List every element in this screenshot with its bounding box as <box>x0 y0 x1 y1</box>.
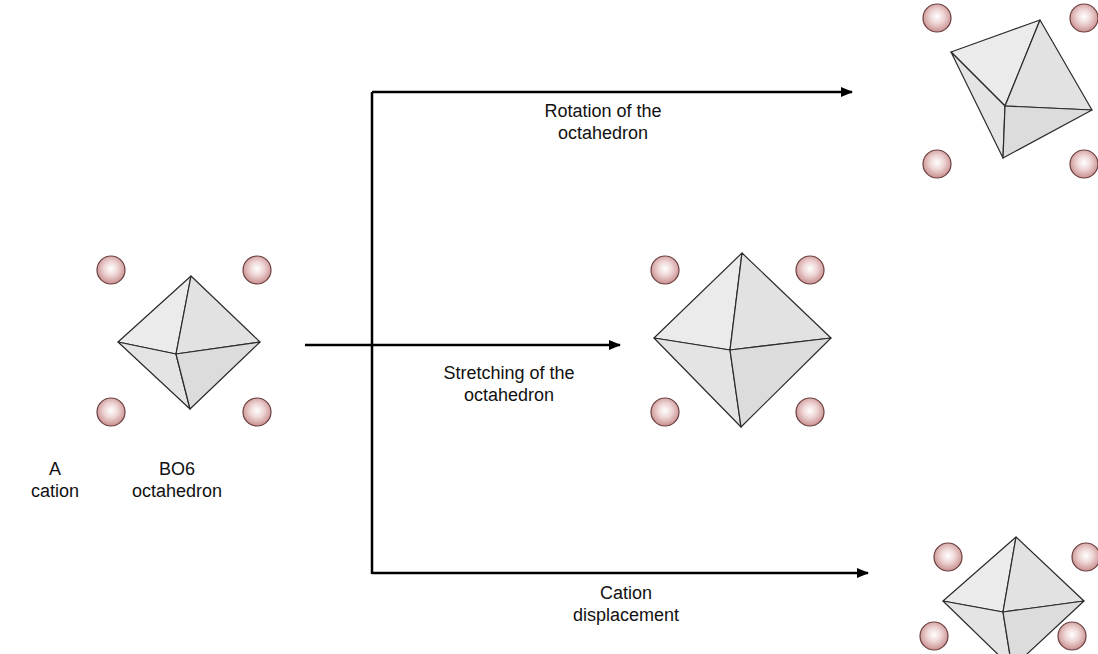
part-label: A cation <box>24 458 86 502</box>
arrow-label: Stretching of the octahedron <box>419 362 599 406</box>
arrow-label: Rotation of the octahedron <box>516 100 691 144</box>
bo6-octahedra <box>118 20 1092 654</box>
a-cations <box>97 4 1098 650</box>
arrows <box>305 92 868 574</box>
arrow-label: Cation displacement <box>560 582 692 626</box>
part-label: BO6 octahedron <box>121 458 233 502</box>
